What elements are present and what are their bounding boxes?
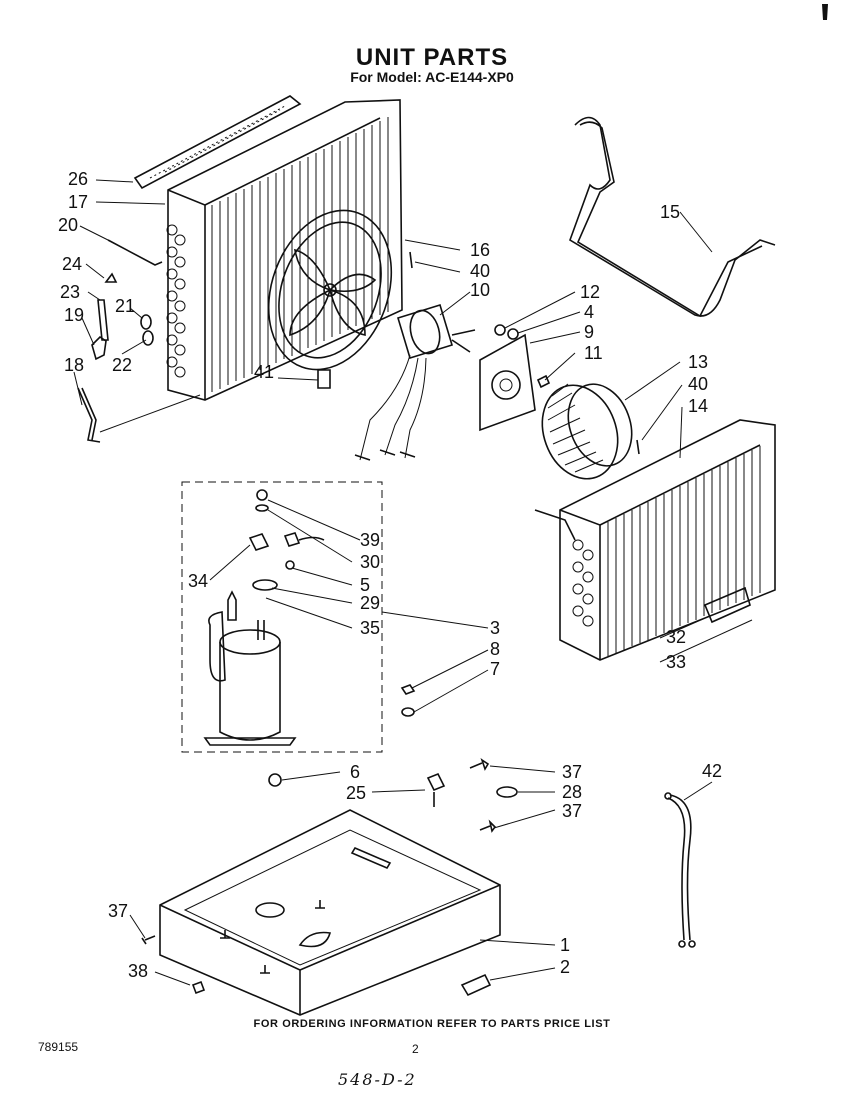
callout-5: 5: [360, 575, 371, 595]
callout-7: 7: [490, 659, 501, 679]
callout-22: 22: [112, 355, 133, 375]
callout-42: 42: [702, 761, 723, 781]
callout-37-lower: 37: [108, 901, 129, 921]
callout-leader-lines: [73, 179, 753, 986]
callout-11: 11: [584, 343, 603, 363]
callout-39: 39: [360, 530, 381, 550]
compressor-group-outline-part-3: [181, 481, 383, 753]
callout-8: 8: [490, 639, 501, 659]
callout-20: 20: [58, 215, 79, 235]
page-number: 2: [412, 1042, 419, 1056]
clip-part-40-upper: [409, 251, 413, 269]
callout-10: 10: [470, 280, 491, 300]
callout-3: 3: [490, 618, 501, 638]
callout-37-upper: 37: [562, 762, 583, 782]
clip-part-40-lower: [636, 439, 640, 455]
handwritten-note: 548-D-2: [338, 1070, 417, 1089]
bracket-part-2: [460, 973, 492, 997]
callout-29: 29: [360, 593, 381, 613]
callout-38: 38: [128, 961, 149, 981]
callout-40-upper: 40: [470, 261, 491, 281]
compressor-body: [203, 590, 297, 746]
callout-2: 2: [560, 957, 571, 977]
callout-33: 33: [666, 652, 687, 672]
callout-37-middle: 37: [562, 801, 583, 821]
cord-loop-part-15: [569, 116, 776, 318]
callout-4: 4: [584, 302, 595, 322]
left-small-parts: [77, 239, 331, 443]
callout-41: 41: [254, 362, 275, 382]
callout-12: 12: [580, 282, 601, 302]
seal-strip-part-26: [133, 95, 302, 190]
callout-14: 14: [688, 396, 709, 416]
callout-32: 32: [666, 627, 687, 647]
callout-30: 30: [360, 552, 381, 572]
corner-mark: [822, 4, 828, 20]
ordering-information-note: FOR ORDERING INFORMATION REFER TO PARTS …: [253, 1018, 611, 1030]
model-subtitle: For Model: AC-E144-XP0: [350, 69, 514, 85]
motor-mount-part-9: [479, 333, 536, 432]
callout-17: 17: [68, 192, 89, 212]
callout-26: 26: [68, 169, 89, 189]
callout-24: 24: [62, 254, 83, 274]
callout-1: 1: [560, 935, 571, 955]
hardware-parts-12-4-11: [494, 324, 551, 389]
callout-35: 35: [360, 618, 381, 638]
fan-motor-part-10: [354, 303, 476, 461]
callout-28: 28: [562, 782, 583, 802]
callout-40-lower: 40: [688, 374, 709, 394]
callout-13: 13: [688, 352, 709, 372]
callout-25: 25: [346, 783, 367, 803]
page-title: UNIT PARTS: [355, 44, 509, 71]
callout-21: 21: [115, 296, 136, 316]
callout-23: 23: [60, 282, 81, 302]
callout-16: 16: [470, 240, 491, 260]
grommet-parts-8-7-6: [268, 684, 416, 787]
callout-9: 9: [584, 322, 595, 342]
compressor-hardware-parts: [248, 489, 325, 591]
base-pan-part-1: [159, 809, 501, 1016]
callout-18: 18: [64, 355, 85, 375]
blower-wheel-part-13: [541, 383, 633, 480]
condenser-coil-part-17: [166, 99, 403, 401]
callout-6: 6: [350, 762, 361, 782]
evaporator-coil-part-14: [534, 419, 776, 661]
document-number: 789155: [38, 1040, 79, 1054]
callout-34: 34: [188, 571, 209, 591]
callout-15: 15: [660, 202, 681, 222]
callout-19: 19: [64, 305, 85, 325]
power-cord-part-42: [664, 792, 696, 948]
fan-shroud-part-16: [267, 209, 393, 371]
base-hardware-parts: [141, 758, 518, 995]
